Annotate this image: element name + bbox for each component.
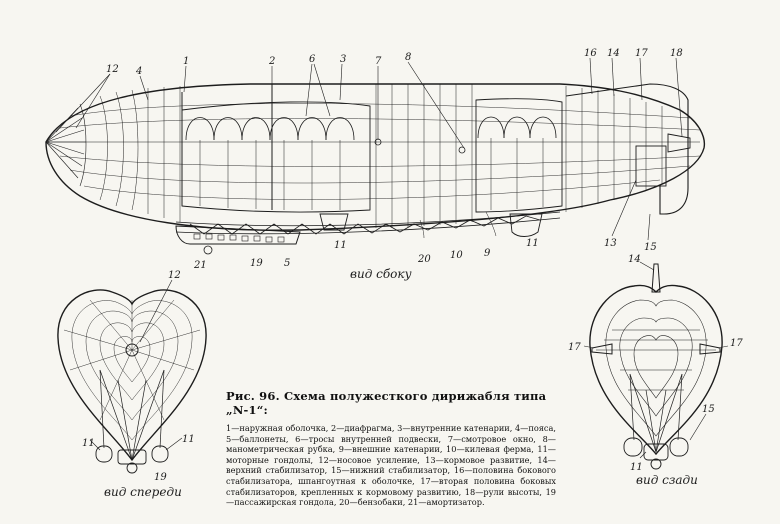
manometer-cabin	[458, 146, 466, 154]
motor-gondola-rear	[509, 213, 543, 237]
passenger-gondola	[175, 225, 301, 255]
label-7: 7	[375, 56, 382, 67]
front-radial-cables	[63, 299, 201, 421]
side-stabilizer-left	[591, 343, 613, 355]
label-20: 20	[417, 254, 431, 265]
rear-gondolas	[623, 437, 689, 470]
label-16: 16	[584, 48, 597, 59]
rear-suspension	[629, 373, 683, 453]
label-5: 5	[284, 258, 290, 269]
caption-title: Рис. 96. Схема полужесткого дирижабля ти…	[226, 389, 547, 417]
rear-leader-lines	[583, 261, 729, 459]
front-label-12: 12	[168, 270, 181, 281]
label-11: 11	[334, 240, 347, 251]
label-8: 8	[405, 52, 411, 63]
label-4: 4	[135, 66, 142, 77]
label-11b: 11	[526, 238, 539, 249]
rear-label-15: 15	[702, 404, 715, 415]
label-2: 2	[268, 56, 275, 67]
rear-cross-bracing	[596, 329, 716, 391]
label-19: 19	[250, 258, 263, 269]
label-13: 13	[604, 238, 617, 249]
rear-outline	[589, 284, 723, 456]
rear-view: 14 17 17 15 11 вид сзади	[568, 254, 743, 487]
label-18: 18	[670, 48, 683, 59]
front-view-label: вид спереди	[104, 485, 182, 499]
side-leader-lines	[55, 57, 683, 241]
front-suspension	[99, 369, 165, 461]
upper-stabilizer	[651, 263, 661, 293]
label-3: 3	[340, 54, 346, 65]
envelope-outline	[45, 83, 706, 231]
figure-caption: Рис. 96. Схема полужесткого дирижабля ти…	[226, 389, 556, 508]
ballonets	[185, 116, 557, 141]
side-view-label: вид сбоку	[350, 267, 412, 281]
rear-label-17b: 17	[730, 338, 743, 349]
rear-label-11: 11	[630, 462, 643, 473]
cutaway-area	[181, 101, 371, 213]
rear-label-14: 14	[628, 254, 641, 265]
envelope-panels	[99, 84, 663, 228]
label-15: 15	[644, 242, 657, 253]
stern-rudder	[667, 133, 691, 153]
label-9: 9	[484, 248, 491, 259]
caption-legend: 1—наружная оболочка, 2—диафрагма, 3—внут…	[226, 423, 556, 508]
front-label-11b: 11	[182, 434, 195, 445]
front-gondolas	[95, 445, 169, 474]
front-leader-lines	[89, 279, 183, 451]
label-12: 12	[106, 64, 119, 75]
stern-structure	[565, 83, 689, 215]
motor-gondola-front	[319, 213, 349, 231]
label-21: 21	[193, 260, 207, 271]
front-view: 12 11 11 19 вид спереди	[57, 270, 207, 499]
inner-suspension-cables	[199, 138, 544, 210]
rear-view-label: вид сзади	[636, 473, 698, 487]
label-1: 1	[183, 56, 189, 67]
keel-truss	[175, 211, 561, 235]
label-6: 6	[309, 54, 316, 65]
label-17: 17	[635, 48, 648, 59]
external-catenaries	[419, 211, 497, 239]
longitudinal-belts	[59, 103, 701, 200]
rear-label-17a: 17	[568, 342, 581, 353]
nose-reinforcement	[45, 103, 87, 187]
cutaway-area-2	[475, 98, 563, 213]
front-nose-cap	[125, 343, 139, 357]
side-stabilizer-right	[699, 343, 721, 355]
front-label-11a: 11	[82, 438, 95, 449]
label-10: 10	[450, 250, 463, 261]
label-14: 14	[607, 48, 620, 59]
lower-stabilizer	[635, 145, 667, 187]
side-view: 12 4 1 2 6 3 7 8 16 14 17 18 21 19 5 11 …	[45, 48, 706, 281]
front-label-19: 19	[154, 472, 167, 483]
